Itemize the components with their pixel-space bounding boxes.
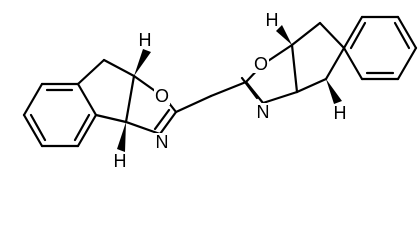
left-stereo-wedge-top (134, 49, 151, 76)
right-five-membered-ring (290, 21, 346, 94)
left-stereo-wedge-bottom (117, 122, 126, 152)
left-indeno-oxazoline (22, 49, 178, 152)
right-stereo-h-top-label: H (266, 10, 279, 30)
left-five-membered-ring (76, 58, 136, 124)
right-nitrogen-label: N (257, 102, 270, 122)
left-stereo-h-top-label: H (139, 30, 152, 50)
right-stereo-wedge-top (276, 25, 292, 45)
right-oxazoline-ring (240, 43, 299, 105)
right-stereo-h-bottom-label: H (334, 103, 347, 123)
chemical-structure: O N H H O N H H (22, 10, 418, 171)
left-oxygen-label: O (155, 86, 169, 106)
right-benzene-ring (342, 15, 418, 81)
right-stereo-wedge-bottom (326, 79, 342, 104)
left-benzene-ring (22, 82, 98, 148)
atom-labels: O N H H O N H H (114, 10, 347, 171)
right-oxygen-label: O (254, 54, 268, 74)
left-stereo-h-bottom-label: H (114, 151, 127, 171)
methylene-linker (174, 80, 248, 114)
left-nitrogen-label: N (156, 132, 169, 152)
